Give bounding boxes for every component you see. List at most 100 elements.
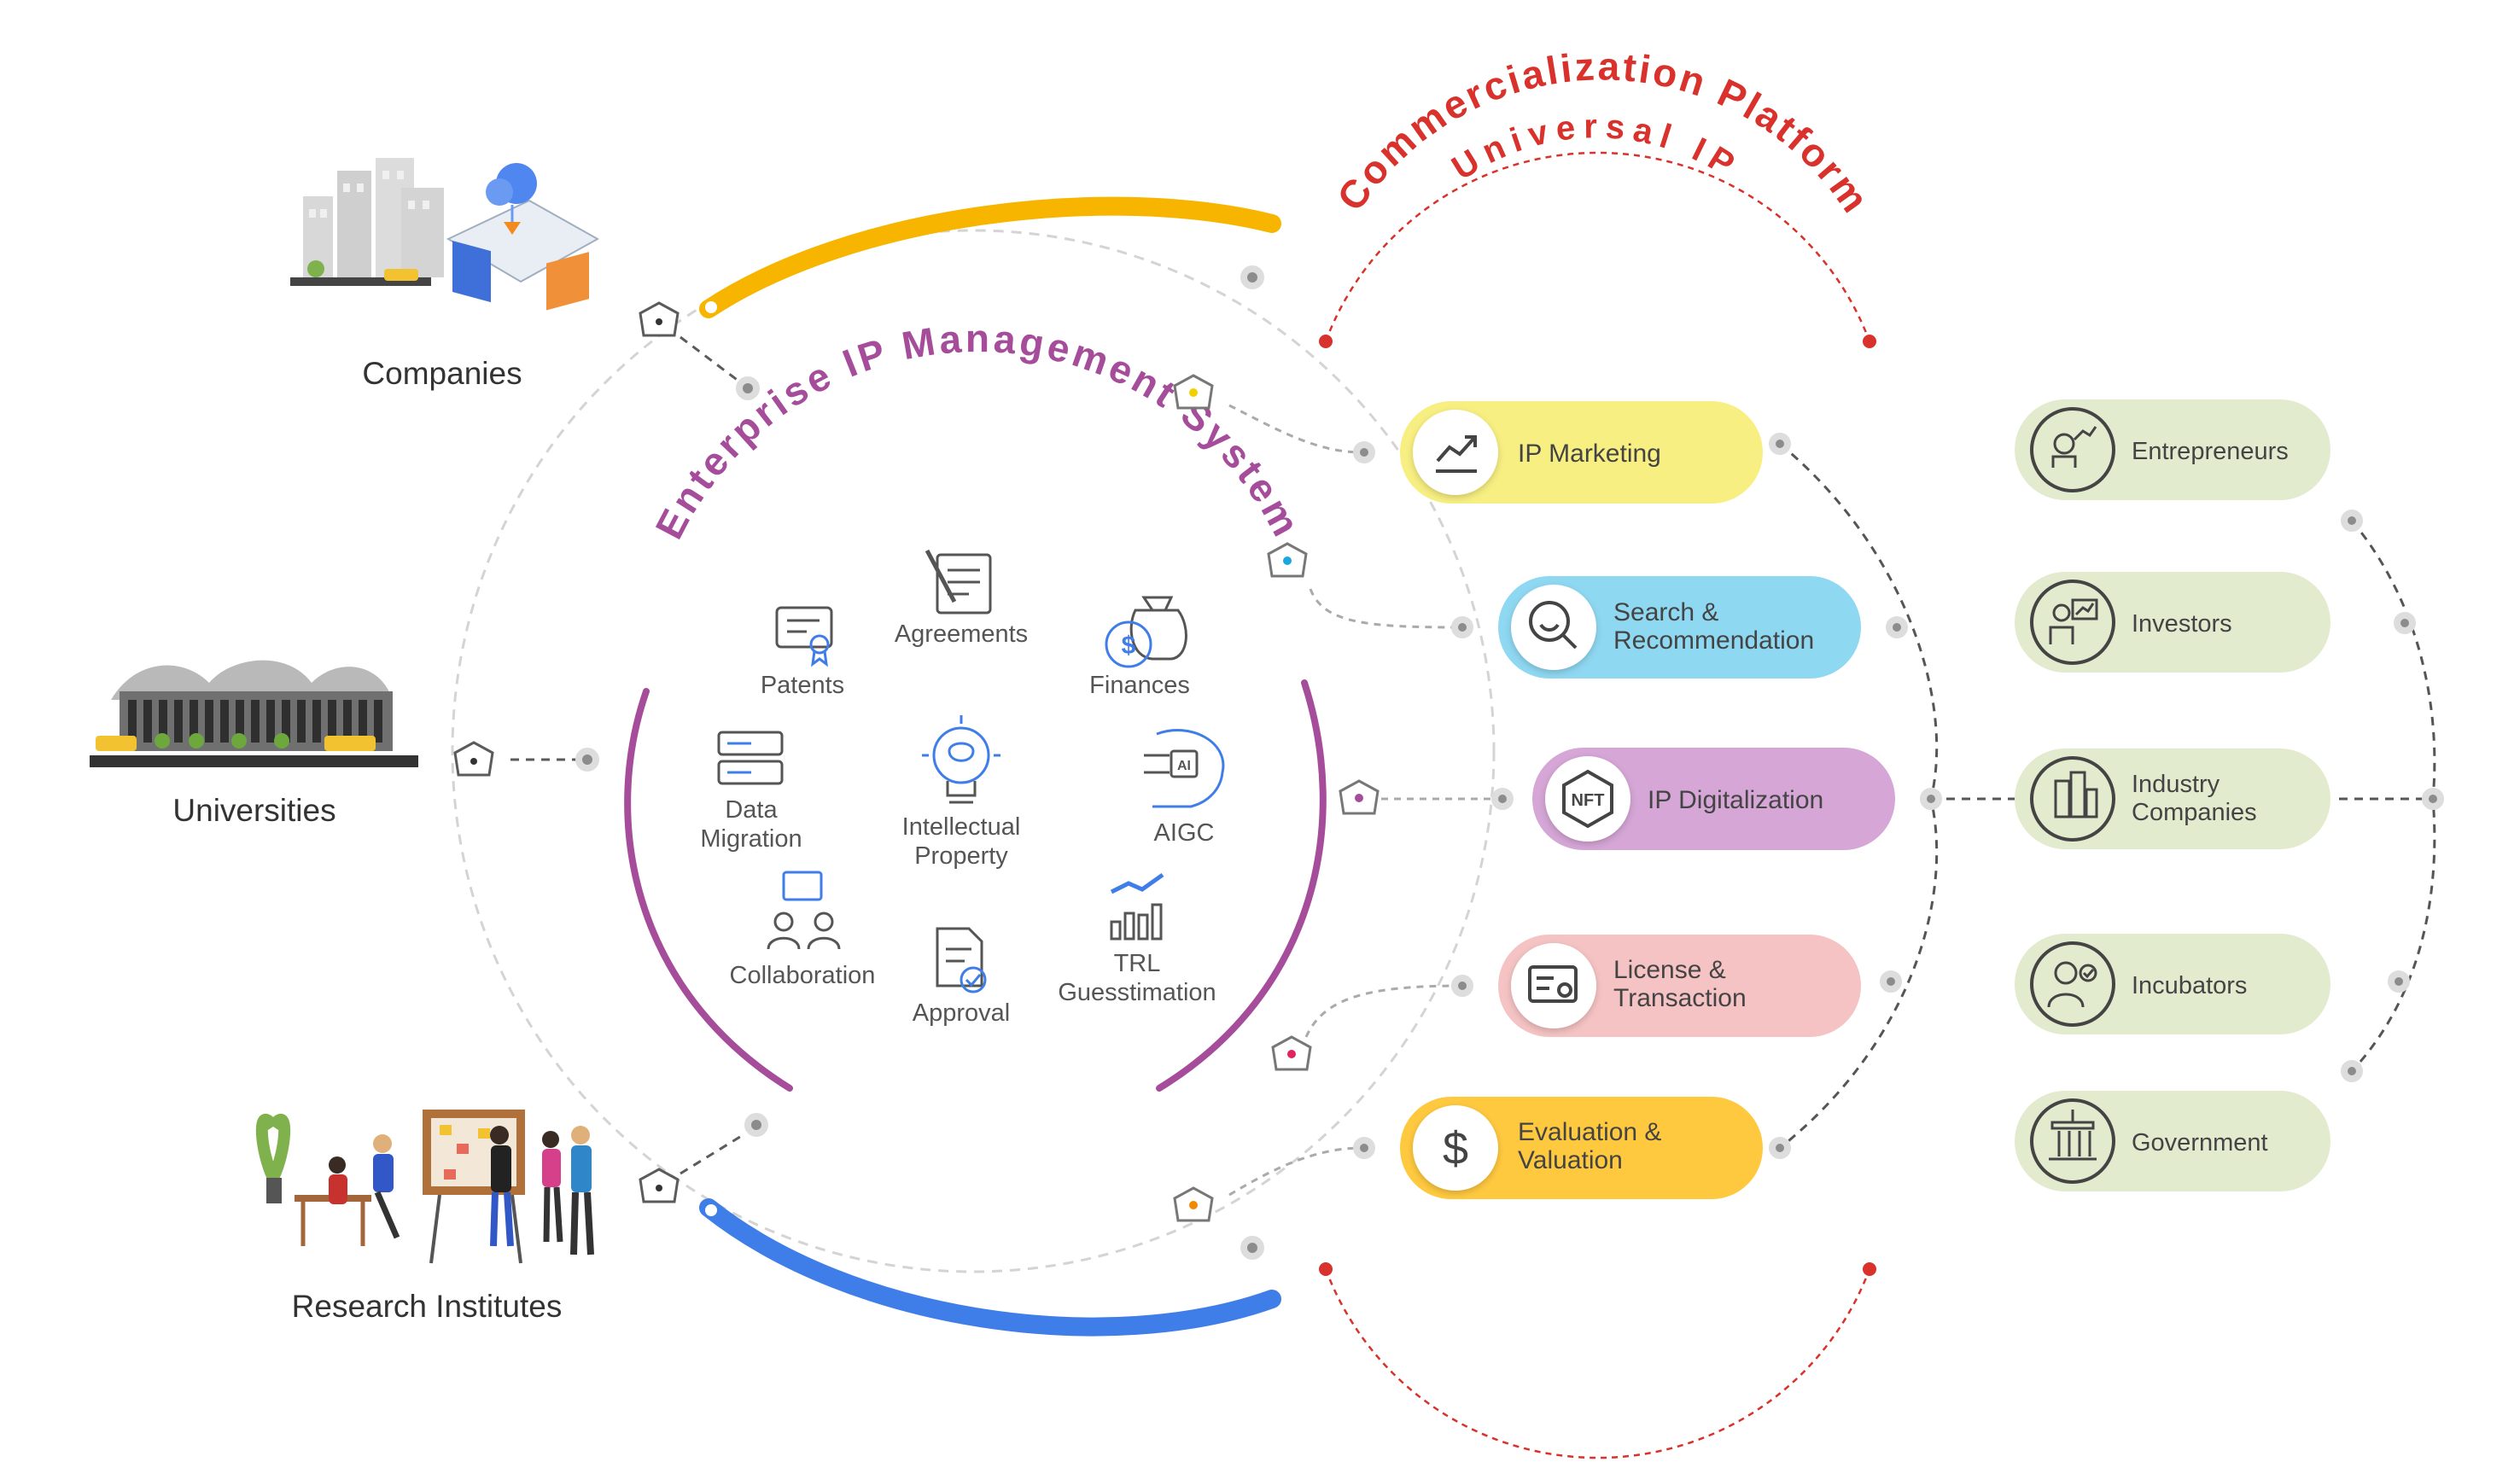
connector-dot	[2394, 612, 2416, 634]
service-label: Recommendation	[1613, 626, 1814, 655]
stakeholder-industry-companies[interactable]: Industry Companies	[2015, 749, 2330, 849]
nft-icon	[1562, 769, 1613, 829]
industry-icon	[2054, 771, 2098, 818]
platform-bottom-red-arc	[1324, 1268, 1871, 1459]
service-label: Evaluation &	[1518, 1118, 1661, 1146]
module-intellectual-property-line2: Property	[914, 842, 1008, 870]
module-data-migration-line1: Data	[725, 796, 778, 824]
dollar-icon: $	[1443, 1123, 1468, 1174]
connector-dot	[2388, 970, 2410, 993]
connector	[680, 335, 744, 386]
enterprise-arc-left	[624, 688, 793, 1092]
module-trl-line1: TRL	[1114, 950, 1161, 977]
service-label: IP Marketing	[1518, 440, 1661, 468]
connector	[1309, 588, 1461, 629]
connector-dot	[1769, 433, 1791, 455]
certificate-icon	[1528, 965, 1578, 1003]
connector-dot	[1451, 975, 1473, 997]
source-companies: Companies	[362, 356, 522, 391]
connector-dot	[2341, 510, 2363, 532]
server-icon	[717, 731, 784, 785]
source-universities: Universities	[172, 793, 335, 828]
connector-dot	[1240, 1236, 1264, 1260]
stakeholder-label: Government	[2132, 1129, 2268, 1156]
service-evaluation-valuation[interactable]: $ Evaluation & Valuation	[1400, 1097, 1763, 1199]
enterprise-system-title: Enterprise IP Management System	[646, 316, 1310, 545]
patent-certificate-icon	[775, 606, 833, 667]
service-label: License &	[1613, 956, 1726, 984]
agreement-icon	[925, 549, 992, 615]
stakeholder-entrepreneurs[interactable]: Entrepreneurs	[2015, 399, 2330, 500]
government-icon	[2049, 1110, 2097, 1161]
top-orange-arc	[699, 196, 1281, 318]
connector	[1228, 404, 1362, 454]
red-dot	[1863, 1262, 1876, 1276]
stakeholder-investors[interactable]: Investors	[2015, 572, 2330, 673]
svg-text:AI: AI	[1177, 759, 1191, 773]
investor-icon	[2049, 598, 2098, 644]
service-label: Transaction	[1613, 984, 1747, 1012]
bottom-arc-dot	[705, 1204, 717, 1216]
stakeholder-label: Entrepreneurs	[2132, 438, 2289, 465]
module-approval: Approval	[913, 999, 1010, 1027]
svg-text:$: $	[1122, 632, 1136, 660]
connector	[680, 1133, 744, 1175]
research-institutes-illustration	[255, 1110, 594, 1264]
bottom-blue-arc	[699, 1198, 1281, 1337]
ai-head-icon: AI	[1144, 729, 1225, 808]
service-label: Search &	[1613, 598, 1718, 626]
connector-dot	[1886, 616, 1908, 638]
trl-chart-icon	[1110, 872, 1164, 941]
module-trl-line2: Guesstimation	[1058, 979, 1216, 1006]
connector-dot	[575, 748, 599, 772]
module-finances: Finances	[1089, 672, 1190, 699]
universities-illustration	[90, 660, 418, 767]
brain-bulb-icon	[922, 715, 1000, 804]
source-research-institutes: Research Institutes	[292, 1289, 563, 1324]
red-dot	[1319, 335, 1333, 348]
platform-title-line1: Universal IP	[1445, 108, 1747, 187]
service-label: Valuation	[1518, 1146, 1623, 1174]
module-data-migration-line2: Migration	[700, 825, 802, 853]
red-dot	[1319, 1262, 1333, 1276]
module-patents: Patents	[761, 672, 844, 699]
companies-illustration	[290, 158, 600, 311]
connector	[1228, 1146, 1362, 1197]
incubator-icon	[2047, 961, 2097, 1008]
stakeholder-incubators[interactable]: Incubators	[2015, 934, 2330, 1034]
service-label: IP Digitalization	[1648, 786, 1823, 814]
service-license-transaction[interactable]: License & Transaction	[1498, 935, 1861, 1037]
service-ip-digitalization[interactable]: NFT IP Digitalization	[1532, 748, 1895, 850]
connector-dot	[1769, 1137, 1791, 1159]
entrepreneur-icon	[2051, 426, 2097, 468]
search-smile-icon	[1529, 601, 1578, 650]
connector-dot	[2422, 788, 2444, 810]
top-arc-dot	[705, 301, 717, 313]
module-agreements: Agreements	[895, 620, 1028, 648]
connector-dot	[1451, 616, 1473, 638]
module-intellectual-property-line1: Intellectual	[902, 813, 1021, 841]
connector-dot	[1920, 788, 1942, 810]
connector-dot	[1880, 970, 1902, 993]
service-ip-marketing[interactable]: IP Marketing	[1400, 401, 1763, 504]
stakeholder-label: Investors	[2132, 610, 2232, 638]
stakeholder-government[interactable]: Government	[2015, 1091, 2330, 1191]
trend-chart-icon	[1436, 435, 1477, 473]
connector-dot	[1353, 441, 1375, 463]
module-collaboration: Collaboration	[730, 962, 876, 989]
connector	[1304, 984, 1461, 1038]
nft-badge: NFT	[1572, 791, 1605, 810]
connector-dot	[744, 1113, 768, 1137]
stakeholder-label: Industry	[2132, 771, 2220, 798]
collaboration-icon	[767, 871, 841, 950]
stakeholder-label: Incubators	[2132, 972, 2247, 999]
module-aigc: AIGC	[1154, 819, 1215, 847]
stakeholder-label: Companies	[2132, 799, 2257, 826]
enterprise-arc-right	[1156, 679, 1327, 1092]
service-search-recommendation[interactable]: Search & Recommendation	[1498, 576, 1861, 679]
money-bag-icon: $	[1105, 596, 1187, 668]
connector-dot	[1491, 788, 1514, 810]
connector-dot	[2341, 1060, 2363, 1082]
approval-doc-icon	[936, 927, 987, 993]
